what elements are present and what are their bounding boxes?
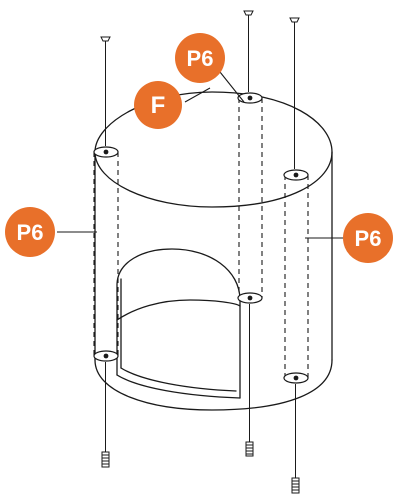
screw-icon bbox=[100, 36, 111, 146]
svg-text:P6: P6 bbox=[17, 220, 44, 245]
opening-bottom-lip-inner bbox=[120, 367, 237, 392]
svg-text:F: F bbox=[151, 92, 166, 119]
opening-inner-arch bbox=[116, 299, 241, 321]
dowel-pin-right bbox=[284, 175, 309, 384]
leader-line-f bbox=[184, 87, 211, 103]
screw-icon bbox=[243, 10, 254, 92]
dowel-pin-left bbox=[93, 152, 119, 362]
screw-icon bbox=[101, 362, 110, 468]
cylinder-top-edge bbox=[94, 91, 333, 208]
opening-bottom-lip-outer bbox=[116, 374, 241, 399]
part-label-p6-left: P6 bbox=[5, 207, 55, 257]
cylinder-bottom-edge bbox=[94, 359, 333, 411]
part-label-p6-top: P6 bbox=[175, 33, 225, 83]
screw-icon bbox=[245, 304, 254, 457]
leader-line-p6-top bbox=[219, 71, 245, 103]
dowel-pin-center bbox=[238, 98, 263, 304]
screw-icon bbox=[289, 17, 300, 169]
part-label-f: F bbox=[134, 81, 182, 129]
screw-icon bbox=[291, 384, 300, 494]
svg-text:P6: P6 bbox=[187, 46, 214, 71]
opening-outer-arch bbox=[116, 248, 241, 399]
part-label-p6-right: P6 bbox=[343, 213, 393, 263]
svg-text:P6: P6 bbox=[355, 226, 382, 251]
